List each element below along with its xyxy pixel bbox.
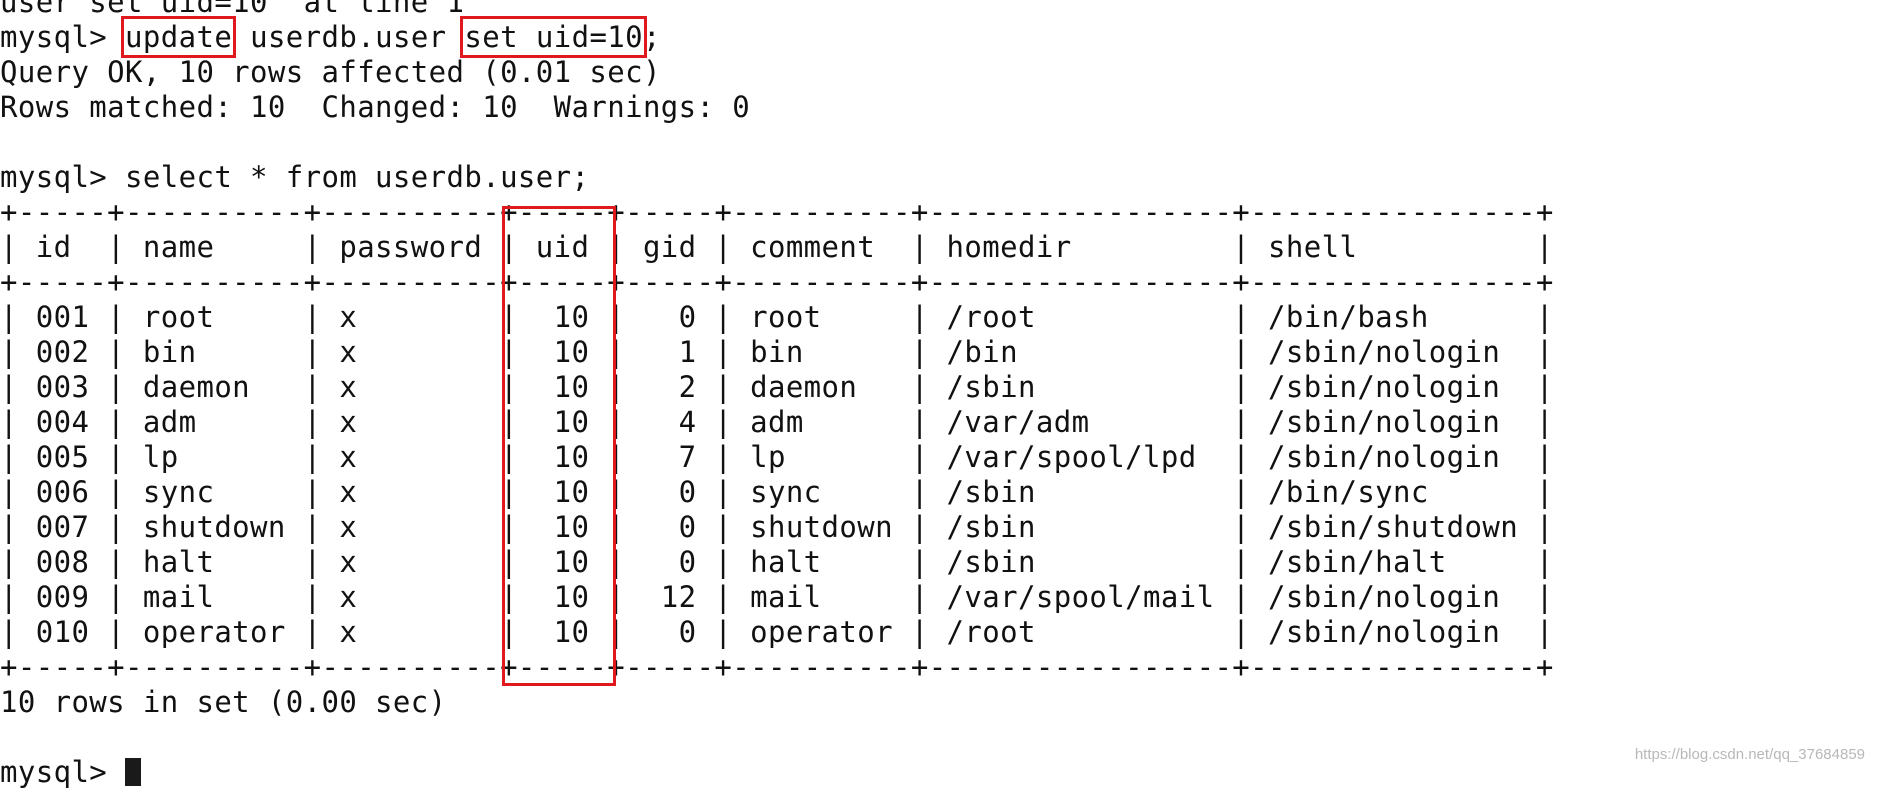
prompt: mysql> bbox=[0, 20, 126, 54]
terminator: ; bbox=[643, 20, 661, 54]
scrolled-output-line: user set uid=10 at line 1 bbox=[0, 0, 465, 19]
table-row: | 001 | root | x | 10 | 0 | root | /root… bbox=[0, 300, 1554, 334]
table-name: userdb.user bbox=[250, 20, 447, 54]
prompt: mysql> bbox=[0, 755, 126, 789]
table-row: | 004 | adm | x | 10 | 4 | adm | /var/ad… bbox=[0, 405, 1554, 439]
table-row: | 009 | mail | x | 10 | 12 | mail | /var… bbox=[0, 580, 1554, 614]
table-row: | 002 | bin | x | 10 | 1 | bin | /bin | … bbox=[0, 335, 1554, 369]
set-clause-highlight: set uid=10 bbox=[460, 16, 648, 58]
cursor bbox=[125, 758, 142, 786]
table-border: +-----+----------+----------+-----+-----… bbox=[0, 265, 1554, 299]
table-row: | 005 | lp | x | 10 | 7 | lp | /var/spoo… bbox=[0, 440, 1554, 474]
update-command-line: mysql> update userdb.user set uid=10; bbox=[0, 16, 1877, 58]
watermark: https://blog.csdn.net/qq_37684859 bbox=[1634, 746, 1865, 763]
select-result-line: 10 rows in set (0.00 sec) bbox=[0, 685, 447, 719]
update-result-line: Query OK, 10 rows affected (0.01 sec) bbox=[0, 55, 661, 89]
uid-column-highlight bbox=[502, 206, 616, 686]
table-row: | 006 | sync | x | 10 | 0 | sync | /sbin… bbox=[0, 475, 1554, 509]
update-keyword-highlight: update bbox=[121, 16, 237, 58]
table-border: +-----+----------+----------+-----+-----… bbox=[0, 195, 1554, 229]
table-header-row: | id | name | password | uid | gid | com… bbox=[0, 230, 1554, 264]
table-row: | 008 | halt | x | 10 | 0 | halt | /sbin… bbox=[0, 545, 1554, 579]
table-border: +-----+----------+----------+-----+-----… bbox=[0, 650, 1554, 684]
blank-line bbox=[0, 720, 1877, 755]
select-command-line: mysql> select * from userdb.user; bbox=[0, 160, 590, 194]
table-row: | 007 | shutdown | x | 10 | 0 | shutdown… bbox=[0, 510, 1554, 544]
result-table: +-----+----------+----------+-----+-----… bbox=[0, 195, 1877, 685]
update-stats-line: Rows matched: 10 Changed: 10 Warnings: 0 bbox=[0, 90, 751, 124]
table-row: | 003 | daemon | x | 10 | 2 | daemon | /… bbox=[0, 370, 1554, 404]
prompt-line[interactable]: mysql> bbox=[0, 755, 1877, 790]
blank-line bbox=[0, 125, 1877, 160]
table-row: | 010 | operator | x | 10 | 0 | operator… bbox=[0, 615, 1554, 649]
